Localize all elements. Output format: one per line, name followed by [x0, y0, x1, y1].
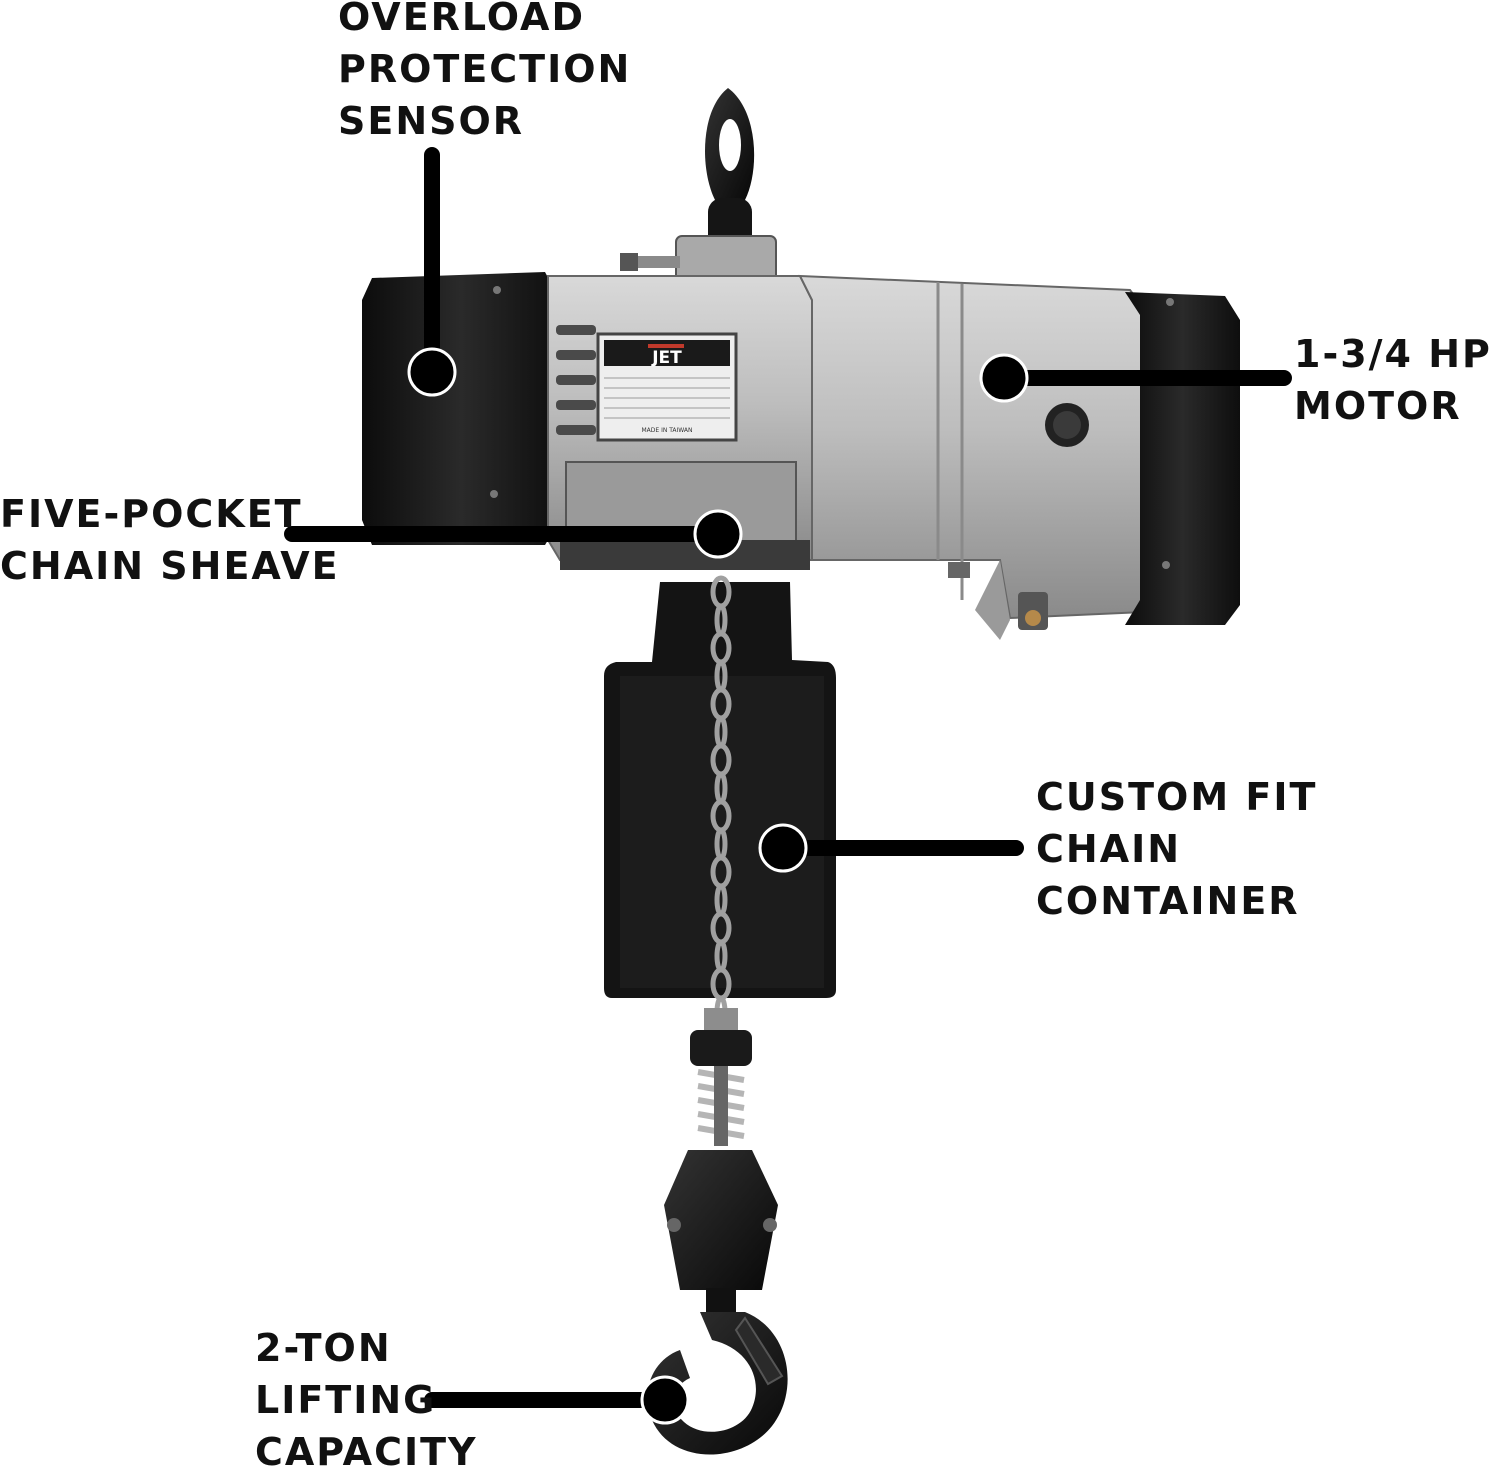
left-end-cap [362, 272, 560, 545]
callout-chain-container: CUSTOM FIT CHAIN CONTAINER [1036, 775, 1318, 923]
callout-chain-sheave: FIVE-POCKET CHAIN SHEAVE [0, 492, 340, 588]
callout-motor: 1-3/4 HP MOTOR [1294, 332, 1492, 428]
callout-lifting-capacity: 2-TON LIFTING CAPACITY [255, 1326, 478, 1471]
callout-leaders [284, 147, 1292, 1425]
container-leader [758, 823, 1024, 873]
spring-swivel [690, 1008, 752, 1146]
suspension-bracket [620, 235, 777, 287]
bottom-fittings [948, 562, 1048, 630]
motor-leader [979, 353, 1292, 403]
capacity-leader [424, 1375, 690, 1425]
gear-housing [798, 274, 1146, 640]
callout-overload-protection-sensor: OVERLOAD PROTECTION SENSOR [338, 0, 632, 143]
nameplate-brand: JET [651, 348, 682, 368]
load-chain [710, 575, 732, 1029]
lifting-hook-icon [647, 1312, 788, 1455]
sheave-leader [284, 509, 743, 559]
chain-container [604, 582, 836, 998]
nameplate-footer: MADE IN TAIWAN [641, 427, 692, 434]
overload-leader [407, 147, 457, 397]
nameplate: JET MADE IN TAIWAN [596, 332, 738, 442]
right-end-cap [1125, 292, 1240, 625]
hook-block [664, 1150, 778, 1314]
